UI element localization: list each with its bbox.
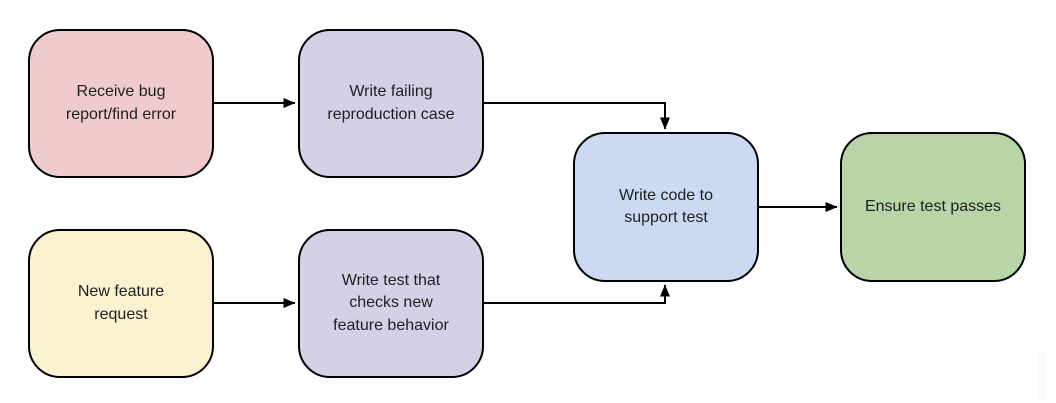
- node-label-write-failing-reproduction-case: Write failing reproduction case: [327, 83, 455, 123]
- node-write-code-to-support-test: Write code to support test: [573, 132, 759, 282]
- node-label-write-code-to-support-test: Write code to support test: [619, 186, 713, 226]
- vertical-scrollbar-thumb[interactable]: [1037, 352, 1047, 400]
- edge-failing-repro-to-write-code: [484, 102, 670, 130]
- node-label-receive-bug-report: Receive bug report/find error: [65, 83, 177, 123]
- node-receive-bug-report: Receive bug report/find error: [28, 29, 214, 178]
- node-ensure-test-passes: Ensure test passes: [840, 132, 1026, 282]
- node-write-failing-reproduction-case: Write failing reproduction case: [298, 29, 484, 178]
- node-label-ensure-test-passes: Ensure test passes: [864, 197, 1002, 215]
- node-label-new-feature-request: New feature request: [77, 283, 165, 323]
- node-write-test-checks-new-feature: Write test that checks new feature behav…: [298, 229, 484, 378]
- edge-write-test-to-write-code: [484, 284, 670, 304]
- node-new-feature-request: New feature request: [28, 229, 214, 378]
- node-label-write-test-checks-new-feature: Write test that checks new feature behav…: [333, 271, 449, 334]
